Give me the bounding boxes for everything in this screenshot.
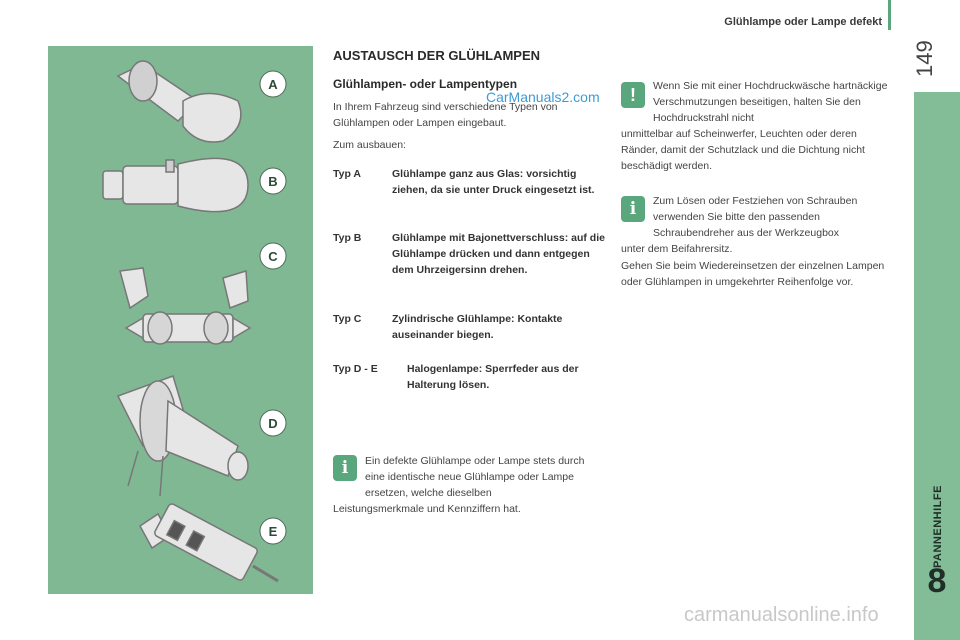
section-label-text: PANNENHILFE	[932, 485, 944, 568]
reassembly-paragraph: Gehen Sie beim Wiedereinsetzen der einze…	[621, 260, 885, 288]
intro-paragraph: In Ihrem Fahrzeug sind verschiedene Type…	[333, 101, 558, 129]
watermark-top: CarManuals2.com	[486, 89, 600, 105]
type-a-text: Glühlampe ganz aus Glas: vorsichtig zieh…	[392, 168, 595, 196]
info-icon: i	[333, 455, 357, 481]
page-number: 149	[912, 40, 937, 77]
warning-note: Wenn Sie mit einer Hochdruckwäsche hartn…	[621, 78, 893, 174]
type-c-label: Typ C	[333, 313, 362, 325]
header-accent-bar	[888, 0, 891, 30]
info-note-rest: Leistungsmerkmale und Kennziffern hat.	[333, 503, 521, 515]
bulb-type-badges	[259, 70, 287, 545]
bulb-c-illustration	[119, 267, 252, 345]
bulb-illustrations: A B C D E	[102, 60, 287, 583]
badge-c: C	[268, 249, 278, 264]
badge-e: E	[269, 524, 278, 539]
chapter-number: 8	[927, 562, 947, 600]
type-de-label: Typ D - E	[333, 363, 378, 375]
chapter-side-strip	[914, 92, 960, 640]
info-note: Ein defekte Glühlampe oder Lampe stets d…	[333, 453, 605, 517]
warning-note-first: Wenn Sie mit einer Hochdruckwäsche hartn…	[653, 80, 888, 124]
instruction-paragraph: Zum ausbauen:	[333, 139, 406, 151]
header-title: Glühlampe oder Lampe defekt	[724, 16, 882, 28]
main-title: AUSTAUSCH DER GLÜHLAMPEN	[333, 48, 541, 63]
type-c-text: Zylindrische Glühlampe: Kontakte auseina…	[392, 313, 563, 341]
bulb-b-illustration	[102, 157, 249, 213]
bulb-a-illustration	[116, 60, 242, 143]
type-a-label: Typ A	[333, 168, 361, 180]
bulb-d-illustration	[116, 375, 249, 497]
watermark-bottom: carmanualsonline.info	[684, 604, 879, 626]
warning-note-rest: unmittelbar auf Scheinwerfer, Leuchten o…	[621, 128, 865, 172]
bulb-e-illustration	[139, 503, 279, 583]
badge-a: A	[268, 77, 278, 92]
tool-note: Zum Lösen oder Festziehen von Schrauben …	[621, 193, 893, 257]
type-b-label: Typ B	[333, 232, 362, 244]
warning-icon: !	[621, 82, 645, 108]
section-label: PANNENHILFE	[918, 485, 954, 568]
type-de-text: Halogenlampe: Sperrfeder aus der Halteru…	[407, 363, 579, 391]
badge-b: B	[268, 174, 277, 189]
main-content-column: AUSTAUSCH DER GLÜHLAMPEN Glühlampen- ode…	[333, 48, 605, 159]
badge-d: D	[268, 416, 277, 431]
sub-title: Glühlampen- oder Lampentypen	[333, 77, 518, 91]
type-b-text: Glühlampe mit Bajonettverschluss: auf di…	[392, 232, 605, 276]
info-icon: i	[621, 196, 645, 222]
bulb-types-figure: A B C D E	[48, 46, 313, 594]
info-note-first: Ein defekte Glühlampe oder Lampe stets d…	[365, 455, 585, 499]
tool-note-first: Zum Lösen oder Festziehen von Schrauben …	[653, 195, 858, 239]
tool-note-rest: unter dem Beifahrersitz.	[621, 243, 733, 255]
